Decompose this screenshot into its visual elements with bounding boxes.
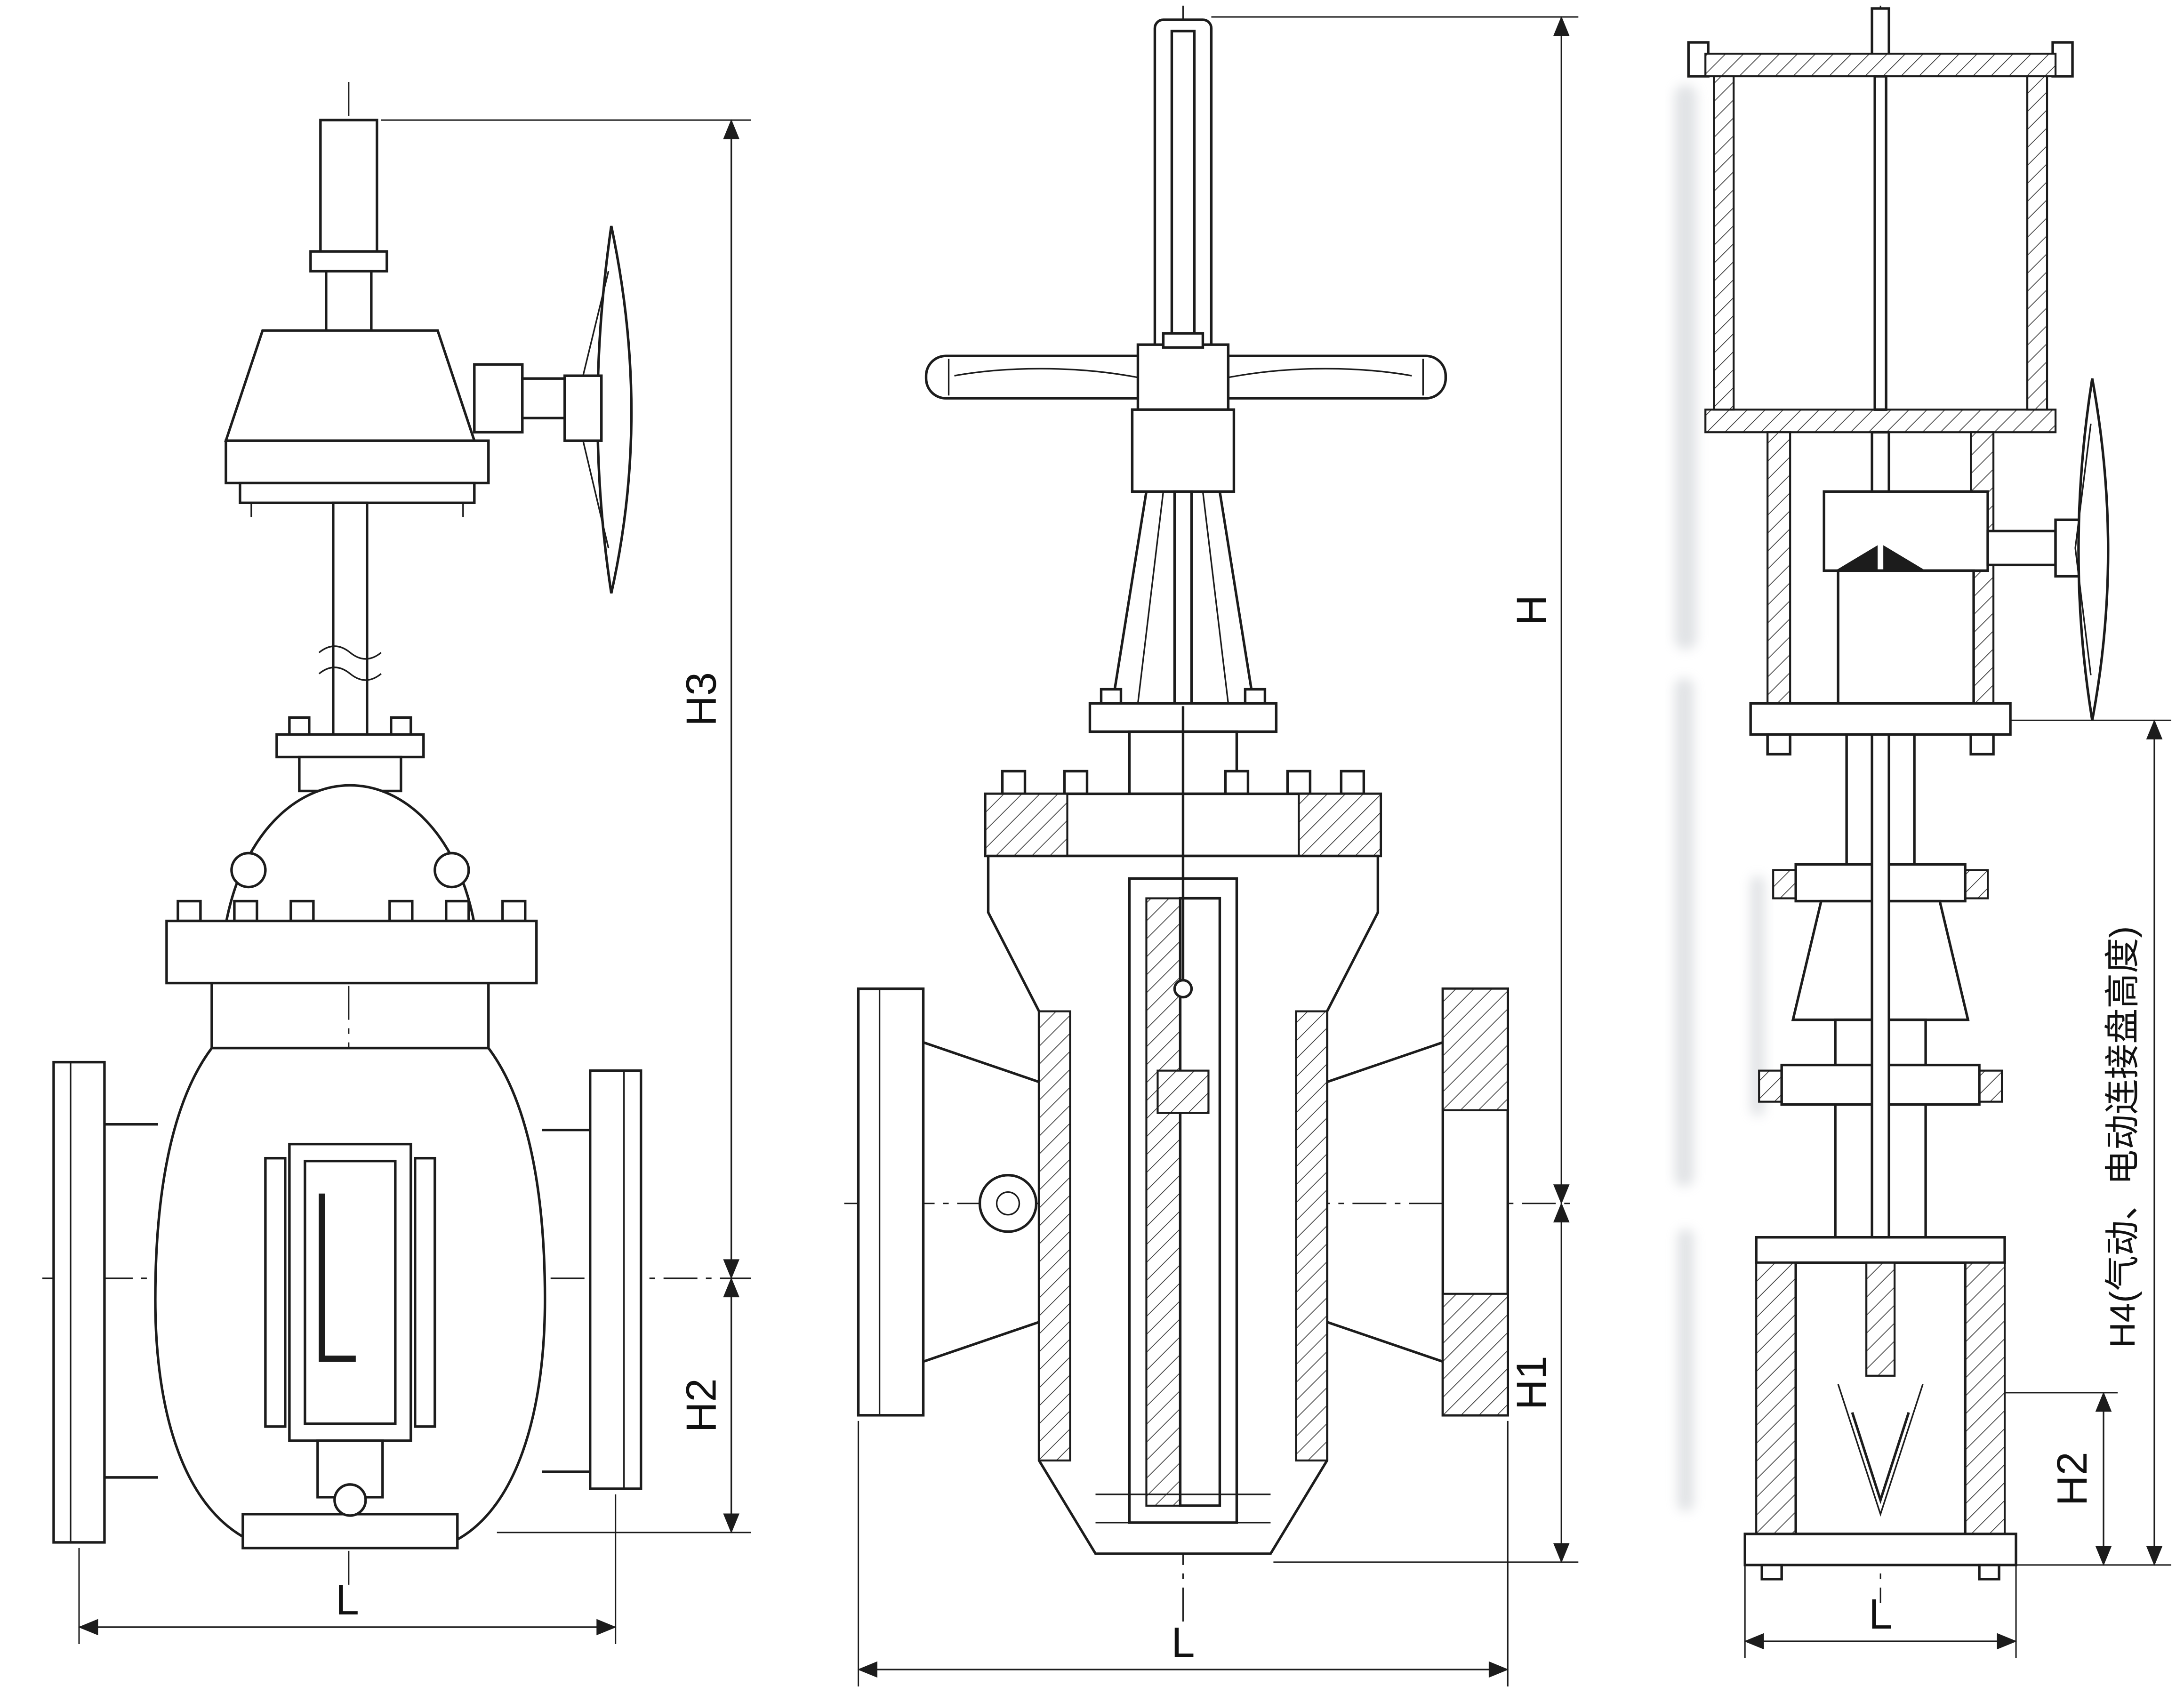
- yoke-base-flange: [1749, 702, 2012, 756]
- dim-label-h2b: H2: [2049, 1452, 2096, 1506]
- view-gear-operated-gate-valve: H3 H2 L: [42, 82, 751, 1644]
- dimension-h4: H4(气动、电动连接盘高度): [2010, 719, 2172, 1566]
- valve-body: [52, 983, 642, 1549]
- stem-protection-tube: [1153, 18, 1213, 360]
- scan-artifacts: [1674, 85, 1765, 1511]
- yoke: [1111, 408, 1255, 708]
- dimension-h: H: [1211, 16, 1579, 1204]
- valve-body: [1743, 1236, 2017, 1581]
- dimension-h3: H3: [381, 119, 751, 1279]
- valve-body: [857, 706, 1510, 1555]
- pneumatic-cylinder: [1687, 7, 2074, 434]
- dimension-l: L: [78, 1494, 617, 1644]
- bonnet-flange: [165, 899, 538, 985]
- yoke-gland: [275, 716, 425, 793]
- dim-label-l1: L: [336, 1577, 359, 1624]
- dimension-h2: H2: [2005, 1391, 2118, 1566]
- handwheel-icon: [563, 225, 633, 594]
- dim-label-l2: L: [1171, 1619, 1195, 1666]
- dimension-l: L: [857, 1421, 1509, 1686]
- handwheel-icon: [924, 332, 1447, 411]
- dim-label-h4: H4(气动、电动连接盘高度): [2103, 926, 2142, 1348]
- handwheel-icon: [2074, 378, 2110, 721]
- extended-bonnet: [1758, 733, 2003, 1239]
- gear-housing: [224, 329, 569, 517]
- dim-label-h1: H1: [1508, 1356, 1555, 1410]
- stem-top: [309, 119, 388, 332]
- dim-label-h3: H3: [678, 672, 725, 726]
- dimension-h1: H1: [1273, 1202, 1579, 1563]
- dim-label-h2: H2: [678, 1378, 725, 1432]
- dimension-h2: H2: [497, 1277, 751, 1533]
- bevel-gear-box: [1823, 490, 2088, 705]
- stem-lower: [318, 501, 382, 742]
- dim-label-h: H: [1508, 595, 1555, 626]
- dim-label-l3: L: [1869, 1591, 1892, 1638]
- bonnet: [224, 784, 476, 925]
- view-handwheel-gate-valve: H H1 L: [844, 6, 1579, 1686]
- dimension-l: L: [1744, 1565, 2017, 1658]
- view-pneumatic-gate-valve: H4(气动、电动连接盘高度) H2 L: [1687, 6, 2172, 1658]
